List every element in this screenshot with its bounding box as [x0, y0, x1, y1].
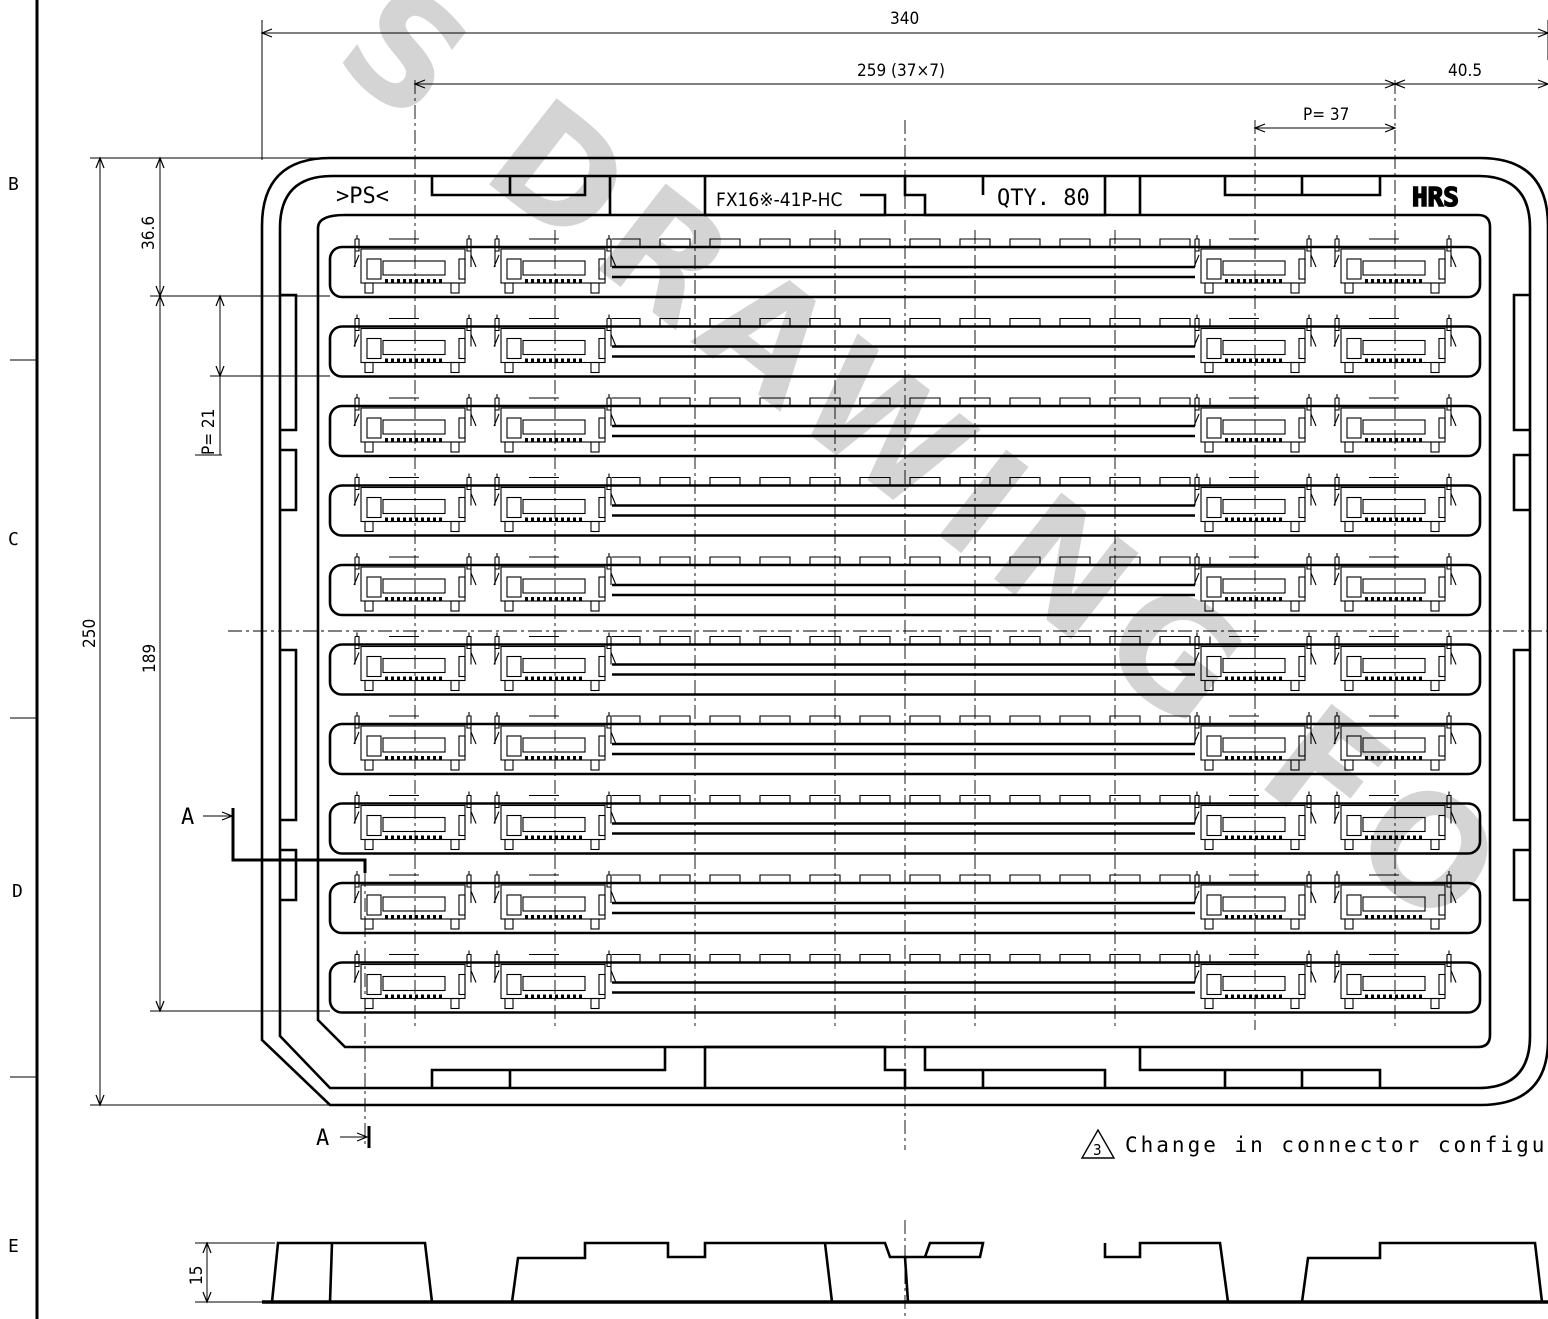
section-mark-upper: A: [181, 805, 194, 830]
part-number: FX16※-41P-HC: [716, 189, 842, 211]
dim-tray-height: 15: [187, 1266, 207, 1285]
pocket-row: [328, 948, 1482, 1014]
direction-mark: >PS<: [336, 184, 389, 209]
dim-row-pitch: P= 21: [199, 409, 219, 455]
hrs-logo: HRS: [1411, 178, 1475, 214]
pocket-row: [328, 630, 1482, 696]
quantity-label: QTY. 80: [997, 186, 1090, 211]
side-steps: [280, 293, 1530, 902]
dim-column-pitch: P= 37: [1303, 105, 1349, 125]
svg-text:HRS: HRS: [1412, 183, 1459, 213]
top-notches: [430, 176, 1382, 217]
dim-top-offset: 36.6: [139, 216, 159, 250]
zone-label-d: D: [12, 881, 23, 902]
dim-pitch-span: 259 (37×7): [857, 61, 945, 81]
vertical-dimensions: [90, 156, 330, 1304]
zone-ticks: [10, 359, 37, 1078]
center-lines: [228, 80, 1548, 1319]
pocket-row: [328, 471, 1482, 537]
zone-label-c: C: [8, 529, 19, 550]
bottom-notches: [430, 1045, 1382, 1088]
tray-outline: [260, 156, 1548, 1107]
horizontal-dimensions: [260, 20, 1548, 160]
dim-edge-offset: 40.5: [1448, 61, 1482, 81]
svg-text:3: 3: [1093, 1141, 1102, 1159]
section-mark-lower: A: [316, 1126, 329, 1151]
section-line: [203, 808, 371, 1148]
revision-note-text: Change in connector configuration: [1125, 1133, 1548, 1157]
zone-label-e: E: [8, 1236, 19, 1257]
dim-overall-height: 250: [80, 619, 100, 648]
dim-row-span: 189: [140, 644, 160, 673]
zone-label-b: B: [8, 174, 19, 195]
revision-triangle-icon: 3: [1080, 1128, 1116, 1159]
dim-overall-width: 340: [890, 9, 919, 29]
side-view: [262, 1241, 1548, 1304]
